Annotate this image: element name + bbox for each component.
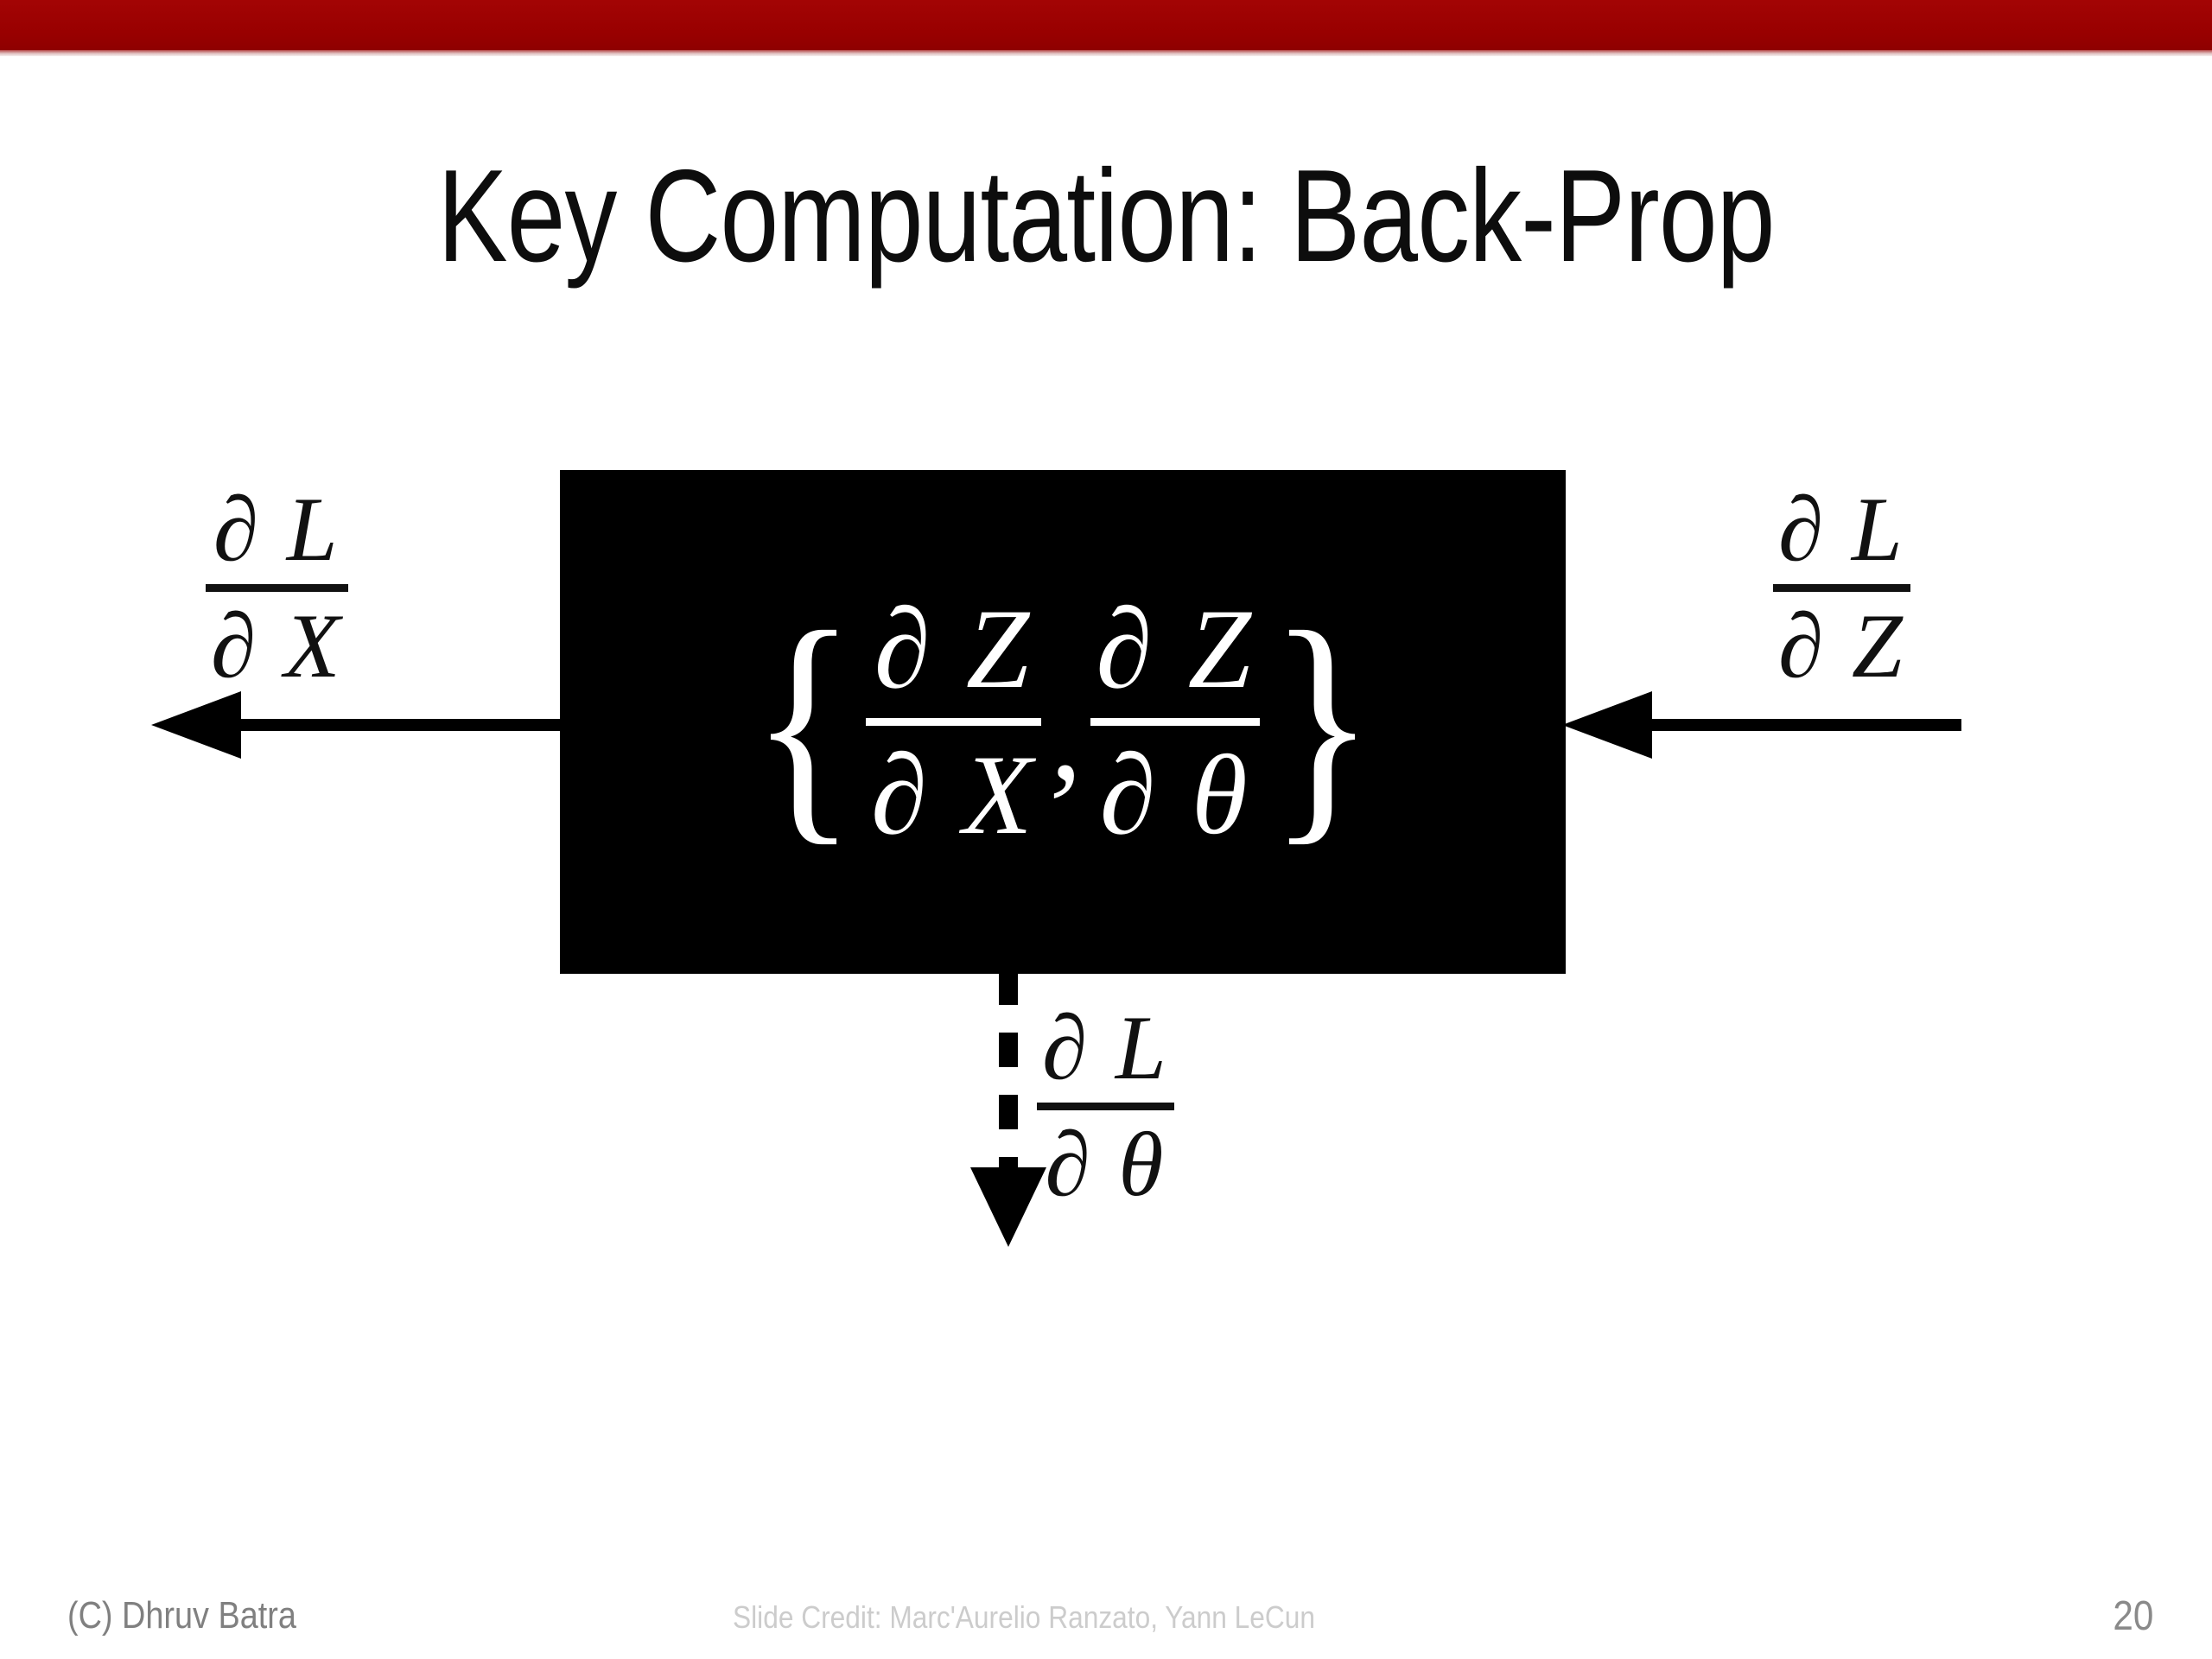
jacobian-dz-dtheta: ∂ Z ∂ θ	[1090, 592, 1260, 852]
arrow-shaft	[1649, 719, 1961, 731]
fraction-dl-dtheta-denominator: ∂ θ	[1045, 1114, 1166, 1215]
jacobian-dz-dx: ∂ Z ∂ X	[866, 592, 1041, 852]
footer-page-number: 20	[2113, 1593, 2153, 1639]
fraction-bar	[1037, 1103, 1174, 1110]
jacobian-dz-dtheta-numerator: ∂ Z	[1096, 585, 1255, 712]
fraction-dl-dz-denominator: ∂ Z	[1778, 595, 1905, 696]
close-brace: }	[1268, 578, 1376, 866]
fraction-dl-dz-numerator: ∂ L	[1778, 479, 1905, 580]
jacobian-dz-dtheta-denominator: ∂ θ	[1099, 731, 1251, 858]
arrow-head-left-icon	[1562, 691, 1652, 759]
arrow-head-left-icon	[151, 691, 241, 759]
open-brace: {	[750, 578, 857, 866]
fraction-bar	[206, 584, 348, 592]
fraction-bar	[1773, 584, 1910, 592]
expression-separator: ,	[1049, 664, 1083, 807]
dashed-arrow-shaft	[999, 970, 1018, 1167]
arrow-shaft	[238, 719, 564, 731]
fraction-dl-dx-denominator: ∂ X	[211, 595, 343, 696]
fraction-dl-dz: ∂ L ∂ Z	[1773, 484, 1910, 692]
fraction-bar	[866, 718, 1041, 726]
label-input-gradient-dl-dz: ∂ L ∂ Z	[1773, 484, 1910, 692]
fraction-dl-dtheta: ∂ L ∂ θ	[1037, 1002, 1174, 1211]
module-jacobian-expression: { ∂ Z ∂ X , ∂ Z ∂ θ }	[741, 592, 1384, 852]
right-gradient-arrow	[1562, 691, 1961, 759]
arrow-head-down-icon	[970, 1167, 1046, 1247]
title-accent-band-edge	[0, 50, 2212, 56]
fraction-dl-dtheta-numerator: ∂ L	[1042, 997, 1169, 1098]
left-gradient-arrow	[151, 691, 564, 759]
page-title: Key Computation: Back-Prop	[437, 142, 1775, 289]
footer-copyright: (C) Dhruv Batra	[67, 1594, 296, 1637]
fraction-dl-dx: ∂ L ∂ X	[206, 484, 348, 692]
label-parameter-gradient-dl-dtheta: ∂ L ∂ θ	[1037, 1002, 1174, 1211]
jacobian-dz-dx-numerator: ∂ Z	[874, 585, 1033, 712]
module-box: { ∂ Z ∂ X , ∂ Z ∂ θ }	[560, 470, 1566, 974]
jacobian-dz-dx-denominator: ∂ X	[871, 731, 1036, 858]
fraction-bar	[1090, 718, 1260, 726]
parameter-gradient-arrow	[970, 970, 1046, 1247]
footer-slide-credit: Slide Credit: Marc'Aurelio Ranzato, Yann…	[733, 1599, 1316, 1635]
fraction-dl-dx-numerator: ∂ L	[213, 479, 340, 580]
label-output-gradient-dl-dx: ∂ L ∂ X	[206, 484, 348, 692]
title-accent-band	[0, 0, 2212, 50]
